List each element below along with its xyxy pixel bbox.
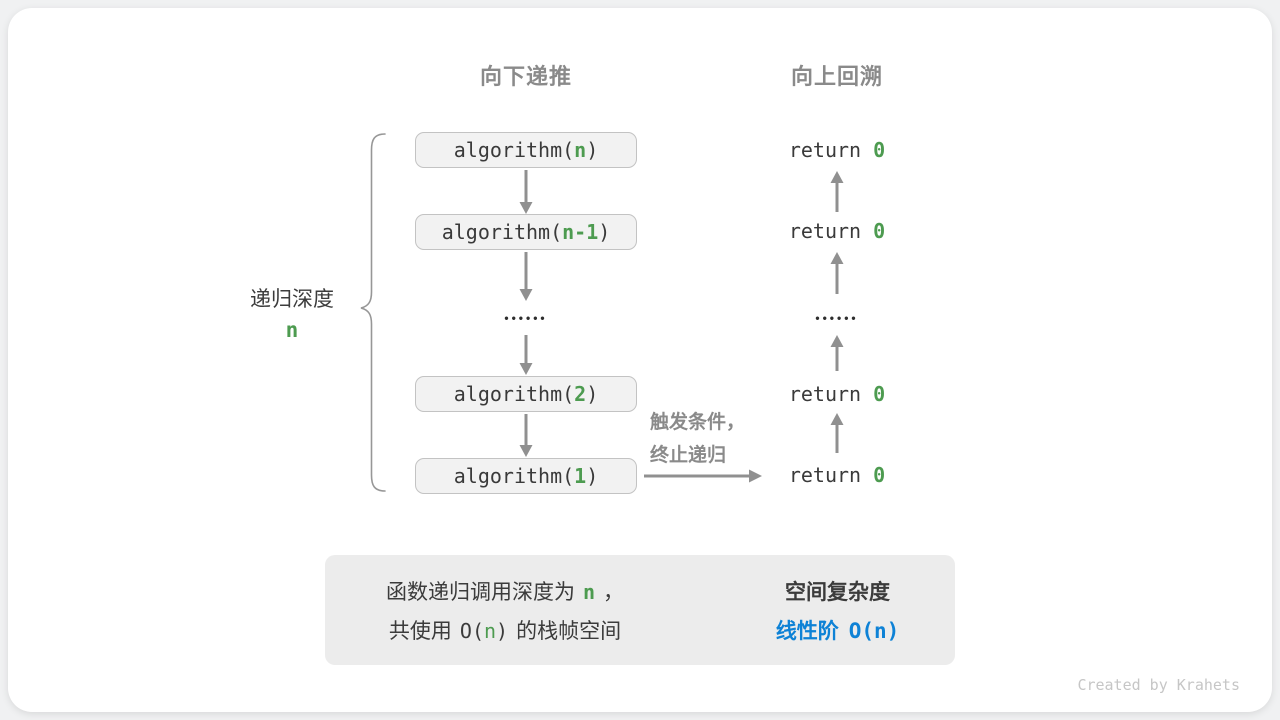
ellipsis-left: •••••• <box>504 311 548 325</box>
code-text: ) <box>586 138 599 162</box>
code-text: algorithm( <box>441 220 563 244</box>
call-frame-box-n: algorithm(n) <box>415 132 637 168</box>
code-text: ) <box>598 220 611 244</box>
ellipsis-right: •••••• <box>815 311 859 325</box>
call-frame-box-n-1: algorithm(n-1) <box>415 214 637 250</box>
return-value: 0 <box>873 138 886 162</box>
code-text: return <box>788 463 862 487</box>
header-downward-recursion: 向下递推 <box>479 64 572 89</box>
return-value: 0 <box>873 382 886 406</box>
code-text: algorithm( <box>453 382 575 406</box>
space-complexity-result: 线性阶 O(n) <box>735 612 940 651</box>
code-arg: 2 <box>574 382 587 406</box>
big-o-expression: O(n) <box>460 619 508 643</box>
return-statement: return 0 <box>762 138 912 162</box>
call-frame-box-1: algorithm(1) <box>415 458 637 494</box>
credit-text: Created by Krahets <box>1077 676 1240 694</box>
return-statement: return 0 <box>762 219 912 243</box>
base-case-note-line1: 触发条件， <box>650 412 746 433</box>
summary-punct: ， <box>603 581 625 604</box>
return-value: 0 <box>873 463 886 487</box>
return-value: 0 <box>873 219 886 243</box>
call-frame-box-2: algorithm(2) <box>415 376 637 412</box>
summary-var-n: n <box>582 580 596 604</box>
code-arg: 1 <box>574 464 587 488</box>
summary-text: 共使用 <box>388 620 452 643</box>
code-text: ) <box>496 619 509 643</box>
summary-line-2: 共使用 O(n) 的栈帧空间 <box>345 612 665 651</box>
code-text: algorithm( <box>453 464 575 488</box>
summary-text: 的栈帧空间 <box>516 620 622 643</box>
code-text: return <box>788 219 862 243</box>
big-o-expression: O(n) <box>848 619 900 643</box>
complexity-class-label: 线性阶 <box>775 620 839 643</box>
space-complexity-title: 空间复杂度 <box>785 581 890 604</box>
code-arg: n <box>574 138 587 162</box>
code-text: ) <box>586 382 599 406</box>
summary-var-n: n <box>484 619 497 643</box>
return-statement: return 0 <box>762 463 912 487</box>
return-statement: return 0 <box>762 382 912 406</box>
code-text: ) <box>586 464 599 488</box>
recursion-depth-label: 递归深度 <box>250 288 334 311</box>
header-upward-backtrack: 向上回溯 <box>790 64 883 89</box>
code-text: algorithm( <box>453 138 575 162</box>
recursion-depth-variable: n <box>285 318 299 342</box>
code-text: return <box>788 382 862 406</box>
code-text: O( <box>459 619 484 643</box>
summary-text: 函数递归调用深度为 <box>385 581 575 604</box>
base-case-note-line2: 终止递归 <box>650 445 727 466</box>
summary-panel <box>325 555 955 665</box>
code-text: return <box>788 138 862 162</box>
summary-line-1: 函数递归调用深度为 n ， <box>345 573 665 612</box>
summary-right-text: 空间复杂度 线性阶 O(n) <box>735 573 940 651</box>
code-arg: n-1 <box>562 220 599 244</box>
base-case-note: 触发条件， 终止递归 <box>650 406 745 472</box>
